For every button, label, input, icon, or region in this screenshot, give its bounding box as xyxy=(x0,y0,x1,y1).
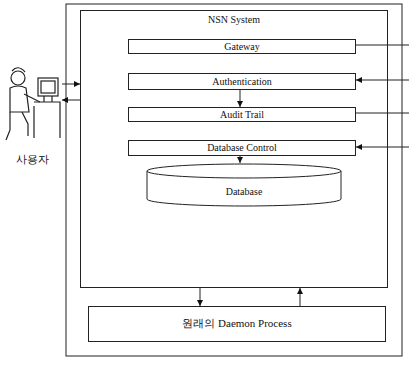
box-label: Audit Trail xyxy=(220,109,264,121)
cylinder-body xyxy=(147,164,341,206)
dbcontrol-external-arrow xyxy=(356,147,409,148)
flow-arrow xyxy=(240,156,241,163)
flow-arrow xyxy=(62,84,80,85)
cylinder-rim xyxy=(147,171,341,178)
box-label: Gateway xyxy=(224,41,260,53)
process-box: Audit Trail xyxy=(128,107,356,122)
user-illustration xyxy=(2,62,62,166)
daemon-box: 원래의 Daemon Process xyxy=(88,306,386,342)
process-box: Database Control xyxy=(128,140,356,156)
system-title: NSN System xyxy=(208,14,260,26)
flow-arrow xyxy=(300,288,301,306)
user-figure: 사용자 xyxy=(2,62,62,166)
flow-arrow xyxy=(240,90,241,107)
process-box: Gateway xyxy=(128,39,356,54)
cylinder-outline xyxy=(146,163,342,207)
gateway-external-line xyxy=(355,45,409,46)
flow-arrow xyxy=(200,288,201,306)
audit-external-line xyxy=(355,113,409,114)
flow-arrow xyxy=(62,100,80,101)
box-label: Database Control xyxy=(207,142,277,154)
process-box: Authentication xyxy=(128,73,356,90)
outer-frame xyxy=(66,4,402,356)
box-label: Database xyxy=(226,186,263,198)
user-label: 사용자 xyxy=(16,153,49,166)
auth-external-arrow xyxy=(356,80,409,81)
box-label: Authentication xyxy=(212,76,271,88)
database-cylinder: Database xyxy=(146,163,342,207)
system-box: NSN SystemGatewayAuthenticationAudit Tra… xyxy=(80,10,388,288)
box-label: 원래의 Daemon Process xyxy=(182,317,291,330)
